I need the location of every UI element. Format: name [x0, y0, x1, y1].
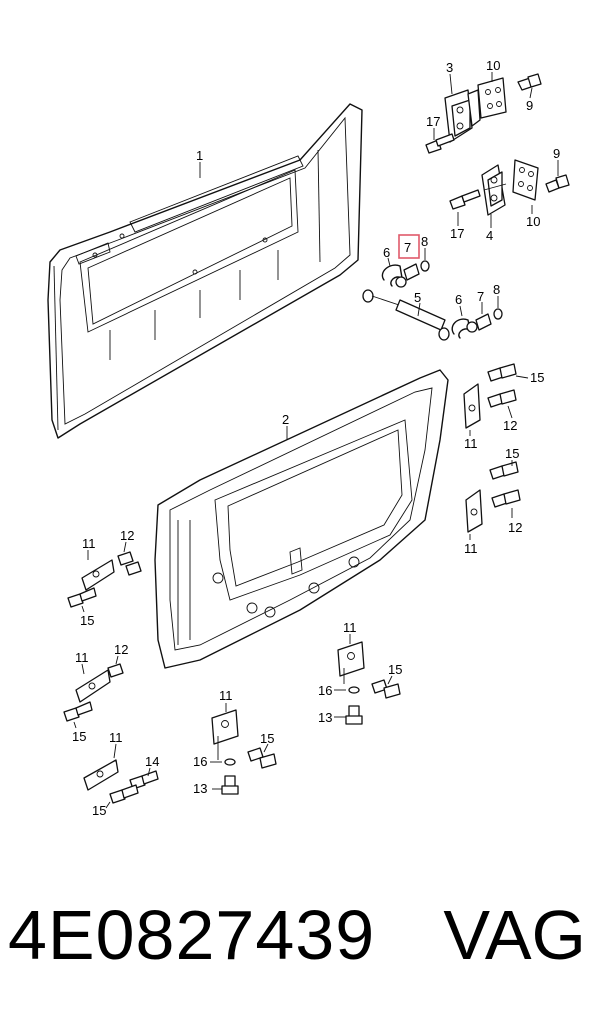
callout-17a: 17: [426, 114, 440, 129]
callout-12-r2: 12: [508, 520, 522, 535]
callout-10a: 10: [486, 58, 500, 73]
part-number: 4E0827439: [8, 896, 376, 974]
door-trim-panel: [47, 103, 363, 439]
callout-7-highlighted: 7: [404, 240, 411, 255]
callout-15-r2: 15: [505, 446, 519, 461]
callout-13-c2: 13: [318, 710, 332, 725]
callout-11-l1: 11: [82, 536, 96, 551]
washer-8-upper: [420, 260, 430, 272]
callout-15-l3: 15: [92, 803, 106, 818]
bolt-17-upper: [425, 133, 455, 154]
plate-10-upper: [477, 77, 507, 119]
bracket-11-right-lower: [465, 461, 521, 533]
callout-8-upper: 8: [421, 234, 428, 249]
callout-5: 5: [414, 290, 421, 305]
callout-11-r2: 11: [464, 541, 478, 556]
callout-11-l2: 11: [75, 650, 89, 665]
callout-1: 1: [196, 148, 203, 163]
callout-9a: 9: [526, 98, 533, 113]
callout-6-upper: 6: [383, 245, 390, 260]
bolt-9-upper: [517, 73, 542, 91]
bracket-11-right-upper: [463, 363, 517, 429]
parts-diagram: 1 2 3 10 9 17: [47, 58, 570, 818]
callout-15-l1: 15: [80, 613, 94, 628]
bracket-11-right-center: [337, 641, 401, 725]
callout-15-l2: 15: [72, 729, 86, 744]
hinge-upper: [444, 89, 481, 143]
bracket-11-center: [211, 709, 277, 795]
callout-11-r1: 11: [464, 436, 478, 451]
callout-12-r1: 12: [503, 418, 517, 433]
bracket-11-left-2: [63, 663, 124, 722]
callout-6-right: 6: [455, 292, 462, 307]
door-shell: [154, 369, 449, 669]
callout-14: 14: [145, 754, 159, 769]
ball-stud-7-right: [466, 313, 492, 333]
bolt-17-lower: [449, 189, 481, 210]
callout-12-l1: 12: [120, 528, 134, 543]
callout-17b: 17: [450, 226, 464, 241]
callout-8-right: 8: [493, 282, 500, 297]
callout-9b: 9: [553, 146, 560, 161]
callout-11-l3: 11: [109, 730, 123, 745]
highlight-box: [398, 234, 420, 259]
callout-16-c1: 16: [193, 754, 207, 769]
hinge-lower: [481, 164, 507, 216]
bracket-11-left-1: [67, 551, 142, 608]
clip-6-upper: [381, 264, 403, 287]
ball-stud-7-highlighted: [395, 263, 420, 288]
callout-11-c2: 11: [343, 620, 357, 635]
callout-15-c2: 15: [388, 662, 402, 677]
gas-strut-5: [362, 289, 450, 341]
callout-7-right: 7: [477, 289, 484, 304]
callout-15-r1: 15: [530, 370, 544, 385]
callout-3: 3: [446, 60, 453, 75]
washer-8-right: [493, 308, 503, 320]
callout-11-c1: 11: [219, 688, 233, 703]
bolt-9-lower: [545, 174, 570, 193]
callout-16-c2: 16: [318, 683, 332, 698]
plate-10-lower: [512, 159, 539, 201]
callout-10b: 10: [526, 214, 540, 229]
callout-12-l2: 12: [114, 642, 128, 657]
callout-2: 2: [282, 412, 289, 427]
callout-4: 4: [486, 228, 493, 243]
callout-13-c1: 13: [193, 781, 207, 796]
bracket-11-left-3: [83, 759, 159, 804]
brand-label: VAG: [443, 896, 586, 974]
callout-15-c1: 15: [260, 731, 274, 746]
